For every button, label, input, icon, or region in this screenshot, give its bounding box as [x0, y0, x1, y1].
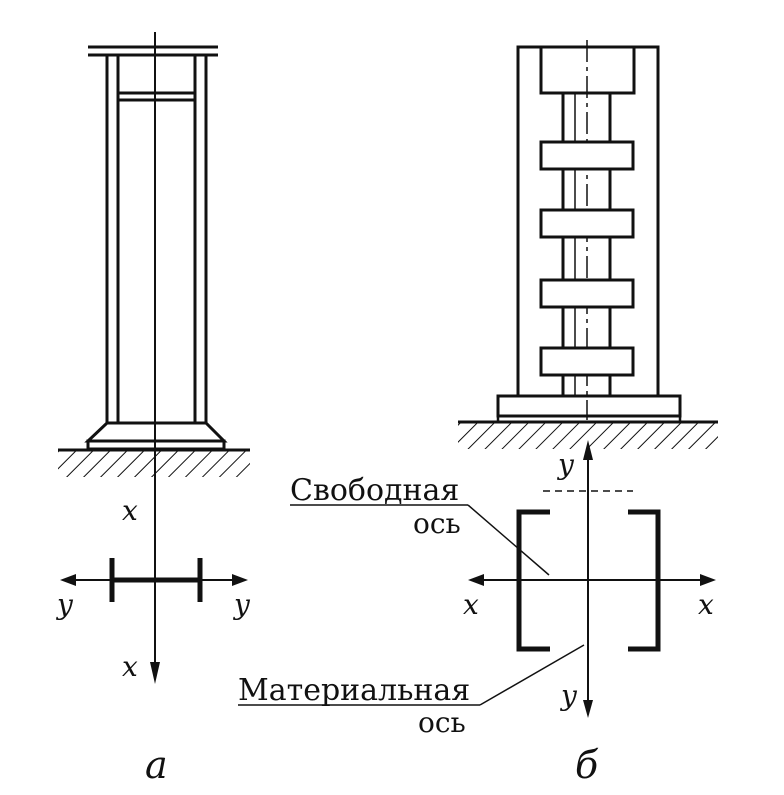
axis-x-a-top-label: x	[122, 494, 138, 527]
axis-y-b-bottom-label: y	[559, 679, 578, 712]
axis-x-a-bottom-label: x	[122, 650, 138, 683]
leader-free-axis	[290, 504, 550, 576]
caption-b: б	[575, 743, 599, 787]
leader-material-axis	[238, 644, 585, 706]
figure-a: x x y y a	[55, 32, 251, 787]
caption-a: a	[145, 743, 168, 787]
section-a	[60, 558, 248, 602]
column-a-top-cap	[88, 45, 218, 57]
axis-y-b-top-label: y	[556, 448, 575, 481]
figure-b: Свободная ось Материальная ось y y x x б	[238, 40, 718, 787]
material-axis-label: Материальная	[238, 673, 470, 708]
batten-plates-b	[539, 140, 635, 377]
material-axis-label-ось: ось	[418, 706, 466, 739]
ground-b	[458, 420, 718, 449]
channel-section-right	[628, 509, 661, 652]
axis-y-a-left-label: y	[55, 588, 74, 621]
free-axis-label-ось: ось	[413, 507, 461, 540]
channel-section-left	[516, 509, 550, 652]
free-axis-label: Свободная	[290, 473, 459, 508]
column-a-body	[105, 55, 208, 425]
column-b-base	[496, 394, 682, 424]
axis-x-b	[468, 574, 716, 586]
axis-x-b-left-label: x	[463, 588, 479, 621]
axis-x-b-right-label: x	[698, 588, 714, 621]
axis-x-a	[150, 32, 160, 684]
axis-y-a-right-label: y	[232, 588, 251, 621]
